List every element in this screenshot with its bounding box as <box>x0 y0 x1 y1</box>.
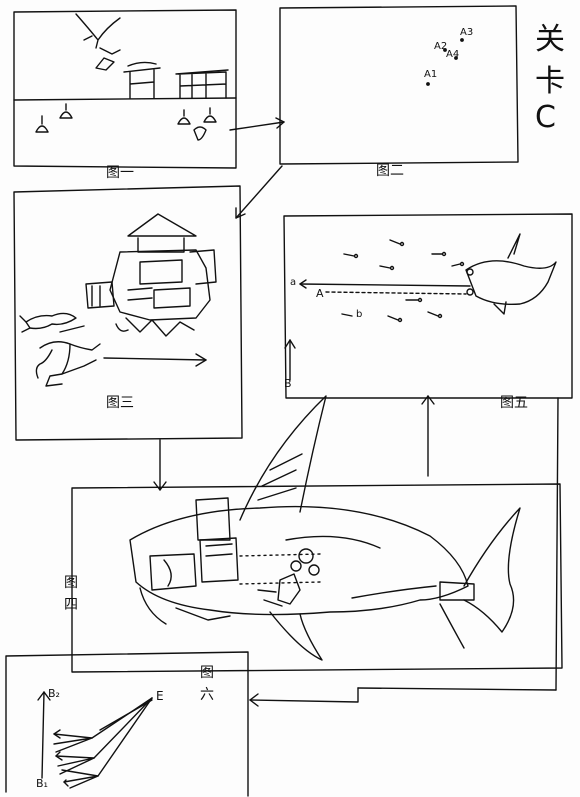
panel-5-label-A: A <box>316 287 324 300</box>
panel-3-scene <box>19 213 217 387</box>
arrow-panel3-to-panel4 <box>153 439 167 491</box>
panel-1-frame <box>13 9 237 169</box>
panel-5-caption: 图五 <box>500 395 528 411</box>
panel-5-label-B: B <box>284 377 292 390</box>
level-title-char-3: C <box>535 100 556 135</box>
level-title-char-1: 关 <box>535 22 565 57</box>
panel-1-caption: 图一 <box>106 165 134 181</box>
panel-5-label-b: b <box>356 309 363 320</box>
point-label-a4: A4 <box>446 49 460 60</box>
panel-4-caption: 图四 <box>64 575 78 613</box>
panel-6-scene <box>37 691 153 789</box>
panel-5-frame <box>283 213 573 399</box>
panel-2-points <box>426 38 464 86</box>
panel-3-frame <box>13 185 243 441</box>
panel-6-label-b2: B₂ <box>48 687 60 700</box>
panel-4-frame <box>71 483 563 673</box>
panel-6-caption: 图六 <box>200 665 214 703</box>
point-label-a2: A2 <box>434 41 448 52</box>
level-title-char-2: 卡 <box>535 64 565 99</box>
arrow-panel4-to-panel5 <box>421 395 435 477</box>
arrow-panel2-to-panel3 <box>235 165 283 219</box>
panel-6-label-E: E <box>156 689 164 703</box>
point-label-a1: A1 <box>424 69 438 80</box>
panel-1-scene <box>13 13 237 141</box>
arrow-panel1-to-panel2 <box>229 117 285 131</box>
panel-6-frame <box>5 651 249 797</box>
point-label-a3: A3 <box>460 27 474 38</box>
panel-5-scene <box>284 233 559 691</box>
panel-3-caption: 图三 <box>106 395 134 411</box>
panel-6-label-b1: B₁ <box>36 777 48 790</box>
panel-2-frame <box>279 5 519 165</box>
panel-5-label-a: a <box>290 277 297 288</box>
panel-2-caption: 图二 <box>376 163 404 179</box>
arrow-to-panel6 <box>249 687 359 707</box>
panel-4-scene <box>129 395 521 661</box>
